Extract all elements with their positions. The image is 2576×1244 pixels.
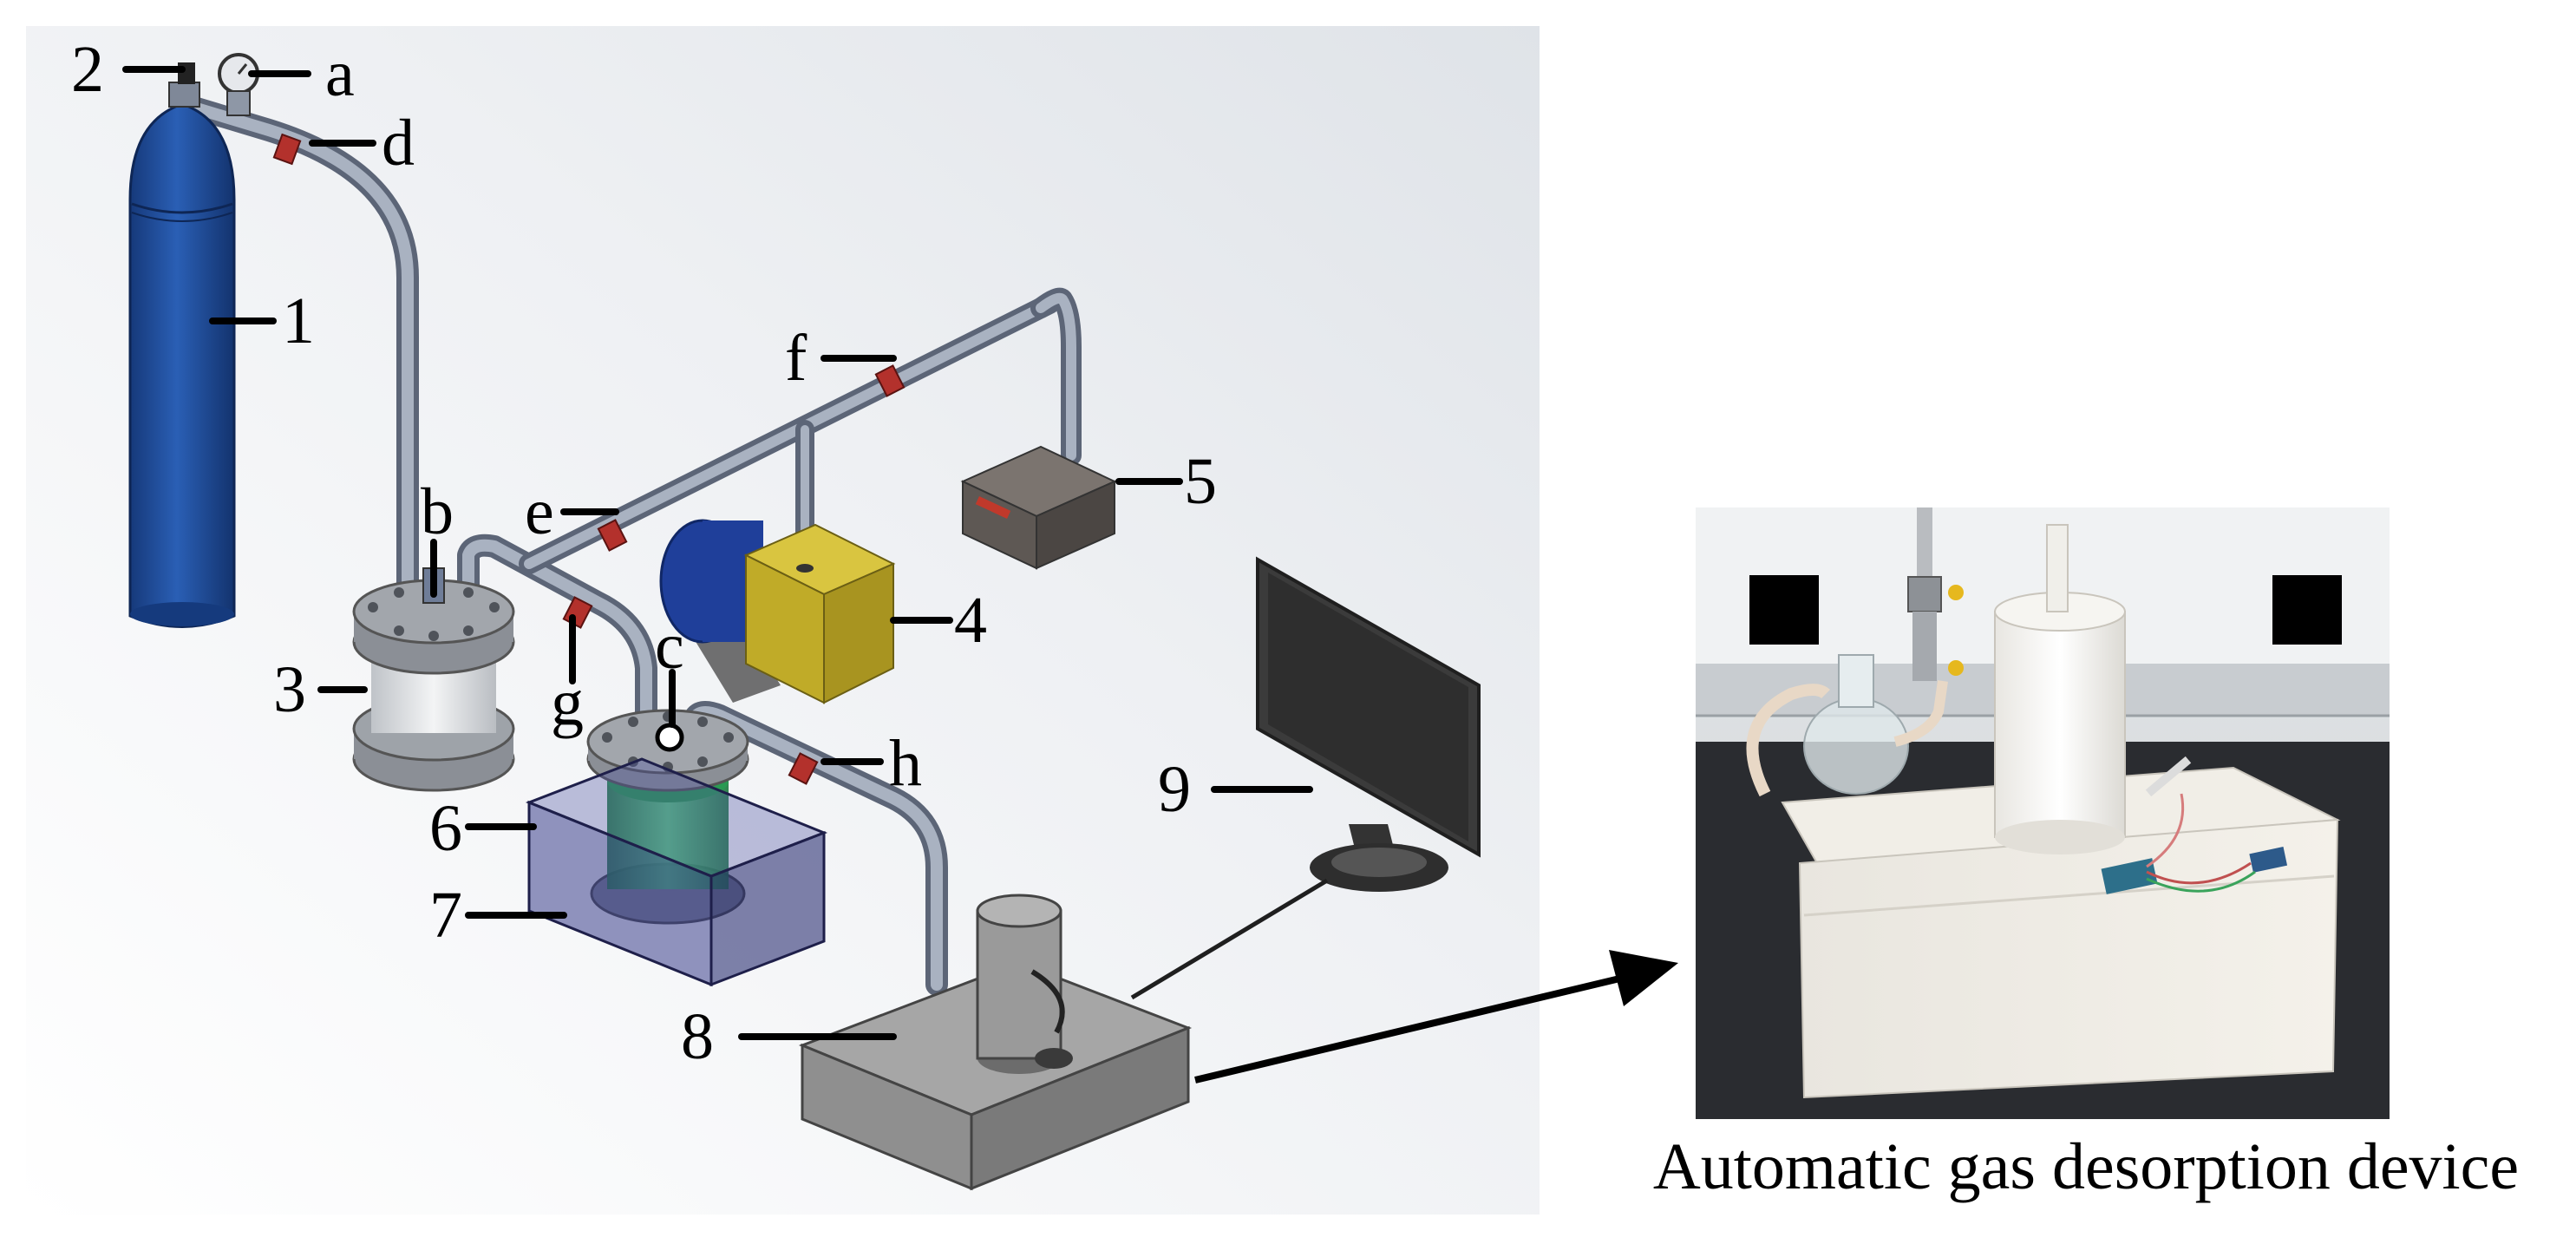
leader-lines	[122, 66, 1313, 1040]
control-box	[960, 445, 1117, 570]
adsorption-tank	[352, 579, 515, 792]
label-3: 3	[273, 653, 306, 726]
label-b: b	[421, 475, 454, 548]
water-bath	[525, 757, 828, 987]
vacuum-pump	[659, 519, 896, 704]
valve-e-icon	[597, 519, 628, 552]
valve-d-icon	[272, 133, 302, 166]
label-g: g	[551, 666, 584, 739]
label-f: f	[785, 322, 807, 395]
desorption-device	[798, 894, 1193, 1191]
label-e: e	[525, 475, 554, 548]
valve-f-icon	[874, 364, 906, 397]
label-7: 7	[429, 879, 462, 952]
label-a: a	[325, 37, 355, 110]
data-cable	[1130, 878, 1329, 1000]
label-9: 9	[1158, 753, 1191, 826]
figure-caption: Automatic gas desorption device	[1652, 1130, 2520, 1203]
label-h: h	[889, 727, 922, 800]
label-d: d	[382, 107, 415, 180]
label-5: 5	[1184, 445, 1217, 518]
redaction-square-right	[2272, 575, 2342, 645]
computer-monitor	[1256, 556, 1481, 892]
component-labels: 2 a d 1 b e f 5 4 3 g c h 6 7 9 8	[71, 33, 1217, 1073]
pointer-arrow	[1194, 950, 1678, 1084]
redaction-square-left	[1749, 575, 1819, 645]
valve-h-icon	[788, 752, 819, 785]
label-6: 6	[429, 792, 462, 865]
label-1: 1	[282, 285, 315, 357]
gas-cylinder	[128, 102, 236, 628]
label-c: c	[655, 610, 684, 683]
label-8: 8	[681, 1000, 714, 1073]
label-4: 4	[954, 584, 987, 657]
label-2: 2	[71, 33, 104, 106]
valve-c-icon	[655, 723, 684, 752]
device-photo	[1696, 507, 2390, 1119]
